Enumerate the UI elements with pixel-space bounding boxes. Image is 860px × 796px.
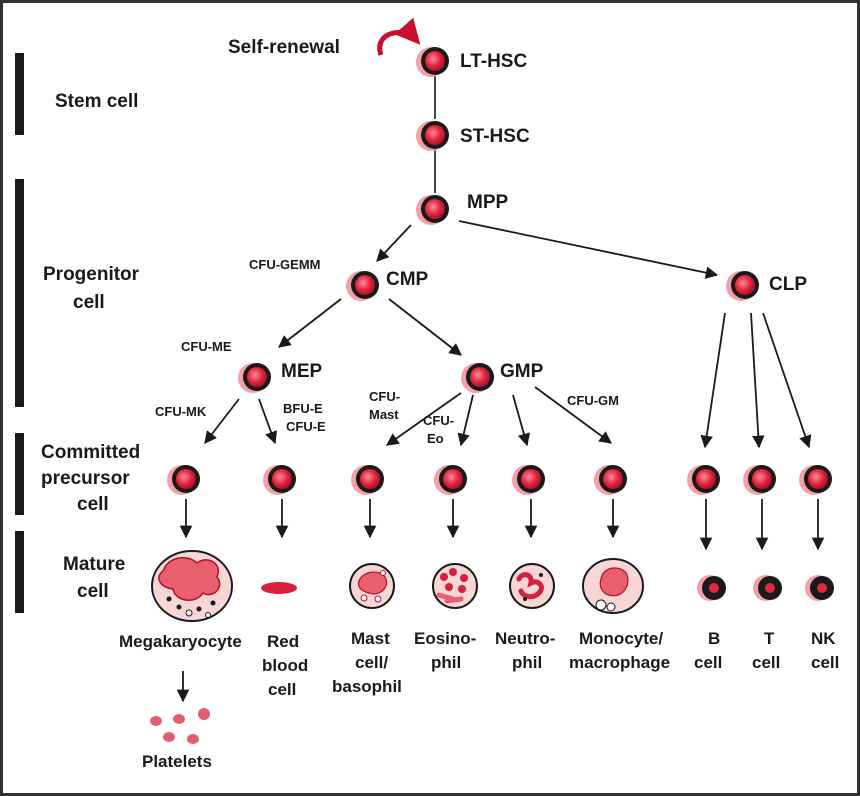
neutrophil-label-1: Neutro- xyxy=(495,629,555,648)
arrow-gmp-mast xyxy=(385,392,462,446)
progenitor-bar xyxy=(15,179,24,407)
cfu-gemm-label: CFU-GEMM xyxy=(249,257,321,272)
mpp-label: MPP xyxy=(467,192,509,213)
section-mature-line1: Mature xyxy=(63,554,125,575)
arrow-mpp-clp xyxy=(458,220,719,279)
b-cell-icon xyxy=(697,575,726,601)
eosinophil-icon xyxy=(432,563,478,609)
committed-mast-cell xyxy=(351,465,384,495)
mpp-cell xyxy=(416,195,449,225)
section-mature-line2: cell xyxy=(77,581,109,602)
arrow-gmp-neut xyxy=(512,394,531,447)
mep-cell xyxy=(238,363,271,393)
lt-hsc-cell xyxy=(416,47,449,77)
monocyte-label-1: Monocyte/ xyxy=(579,629,663,648)
neutrophil-label-2: phil xyxy=(512,653,542,672)
eosinophil-label-2: phil xyxy=(431,653,461,672)
arrow-gmp-eo xyxy=(457,394,474,447)
nk-cell-label-2: cell xyxy=(811,653,839,672)
committed-mono-cell xyxy=(594,465,627,495)
megakaryocyte-icon xyxy=(151,550,233,622)
committed-rbc-cell xyxy=(263,465,296,495)
section-committed-line3: cell xyxy=(77,494,109,515)
self-renewal-label: Self-renewal xyxy=(228,37,340,58)
rbc-label-3: cell xyxy=(268,680,296,699)
cfu-mk-label: CFU-MK xyxy=(155,404,207,419)
b-cell-label-1: B xyxy=(708,629,720,648)
neutrophil-icon xyxy=(509,563,555,609)
nk-cell-icon xyxy=(805,575,834,601)
mast-label-2: cell/ xyxy=(355,653,388,672)
monocyte-label-2: macrophage xyxy=(569,653,670,672)
cfu-e-label: CFU-E xyxy=(286,419,326,434)
section-stem-cell: Stem cell xyxy=(55,91,138,112)
t-cell-label-2: cell xyxy=(752,653,780,672)
bfu-e-label: BFU-E xyxy=(283,401,323,416)
t-cell-icon xyxy=(753,575,782,601)
arrow-cmp-mep xyxy=(278,298,342,348)
rbc-label-1: Red xyxy=(267,632,299,651)
committed-bar xyxy=(15,433,24,515)
arrow-gmp-mono xyxy=(534,386,613,444)
committed-t-cell xyxy=(743,465,776,495)
cfu-gm-label: CFU-GM xyxy=(567,393,619,408)
rbc-label-2: blood xyxy=(262,656,308,675)
arrow-clp-nk xyxy=(762,312,812,449)
cfu-eo-label-2: Eo xyxy=(427,431,444,446)
mast-label-1: Mast xyxy=(351,629,390,648)
stem-cell-bar xyxy=(15,53,24,135)
t-cell-label-1: T xyxy=(764,629,775,648)
section-committed-line1: Committed xyxy=(41,442,140,463)
self-renewal-arrow xyxy=(377,17,421,56)
b-cell-label-2: cell xyxy=(694,653,722,672)
megakaryocyte-label: Megakaryocyte xyxy=(119,632,242,651)
red-blood-cell-icon xyxy=(261,582,297,594)
arrow-mep-mk xyxy=(204,398,240,444)
gmp-cell xyxy=(461,363,494,393)
arrow-clp-t xyxy=(750,312,765,449)
clp-label: CLP xyxy=(769,274,807,295)
monocyte-icon xyxy=(582,558,644,614)
st-hsc-label: ST-HSC xyxy=(460,126,530,147)
arrow-mep-rbc xyxy=(258,398,278,445)
mast-cell-icon xyxy=(349,563,395,609)
platelets-icon xyxy=(150,708,210,744)
mature-bar xyxy=(15,531,24,613)
cfu-mast-label-2: Mast xyxy=(369,407,399,422)
section-committed-line2: precursor xyxy=(41,468,130,489)
nk-cell-label-1: NK xyxy=(811,629,836,648)
section-progenitor-line1: Progenitor xyxy=(43,264,140,285)
st-hsc-cell xyxy=(416,121,449,151)
gmp-label: GMP xyxy=(500,361,544,382)
committed-eo-cell xyxy=(434,465,467,495)
committed-b-cell xyxy=(687,465,720,495)
section-progenitor-line2: cell xyxy=(73,292,105,313)
committed-mk-cell xyxy=(167,465,200,495)
clp-cell xyxy=(726,271,759,301)
arrow-mpp-cmp xyxy=(376,224,412,262)
committed-neut-cell xyxy=(512,465,545,495)
cfu-me-label: CFU-ME xyxy=(181,339,232,354)
committed-nk-cell xyxy=(799,465,832,495)
platelets-label: Platelets xyxy=(142,752,212,771)
lt-hsc-label: LT-HSC xyxy=(460,51,527,72)
cmp-label: CMP xyxy=(386,269,429,290)
arrow-cmp-gmp xyxy=(388,298,462,356)
eosinophil-label-1: Eosino- xyxy=(414,629,476,648)
arrow-clp-b xyxy=(700,312,726,449)
cfu-mast-label-1: CFU- xyxy=(369,389,400,404)
mep-label: MEP xyxy=(281,361,323,382)
cmp-cell xyxy=(346,271,379,301)
mast-label-3: basophil xyxy=(332,677,402,696)
cfu-eo-label-1: CFU- xyxy=(423,413,454,428)
